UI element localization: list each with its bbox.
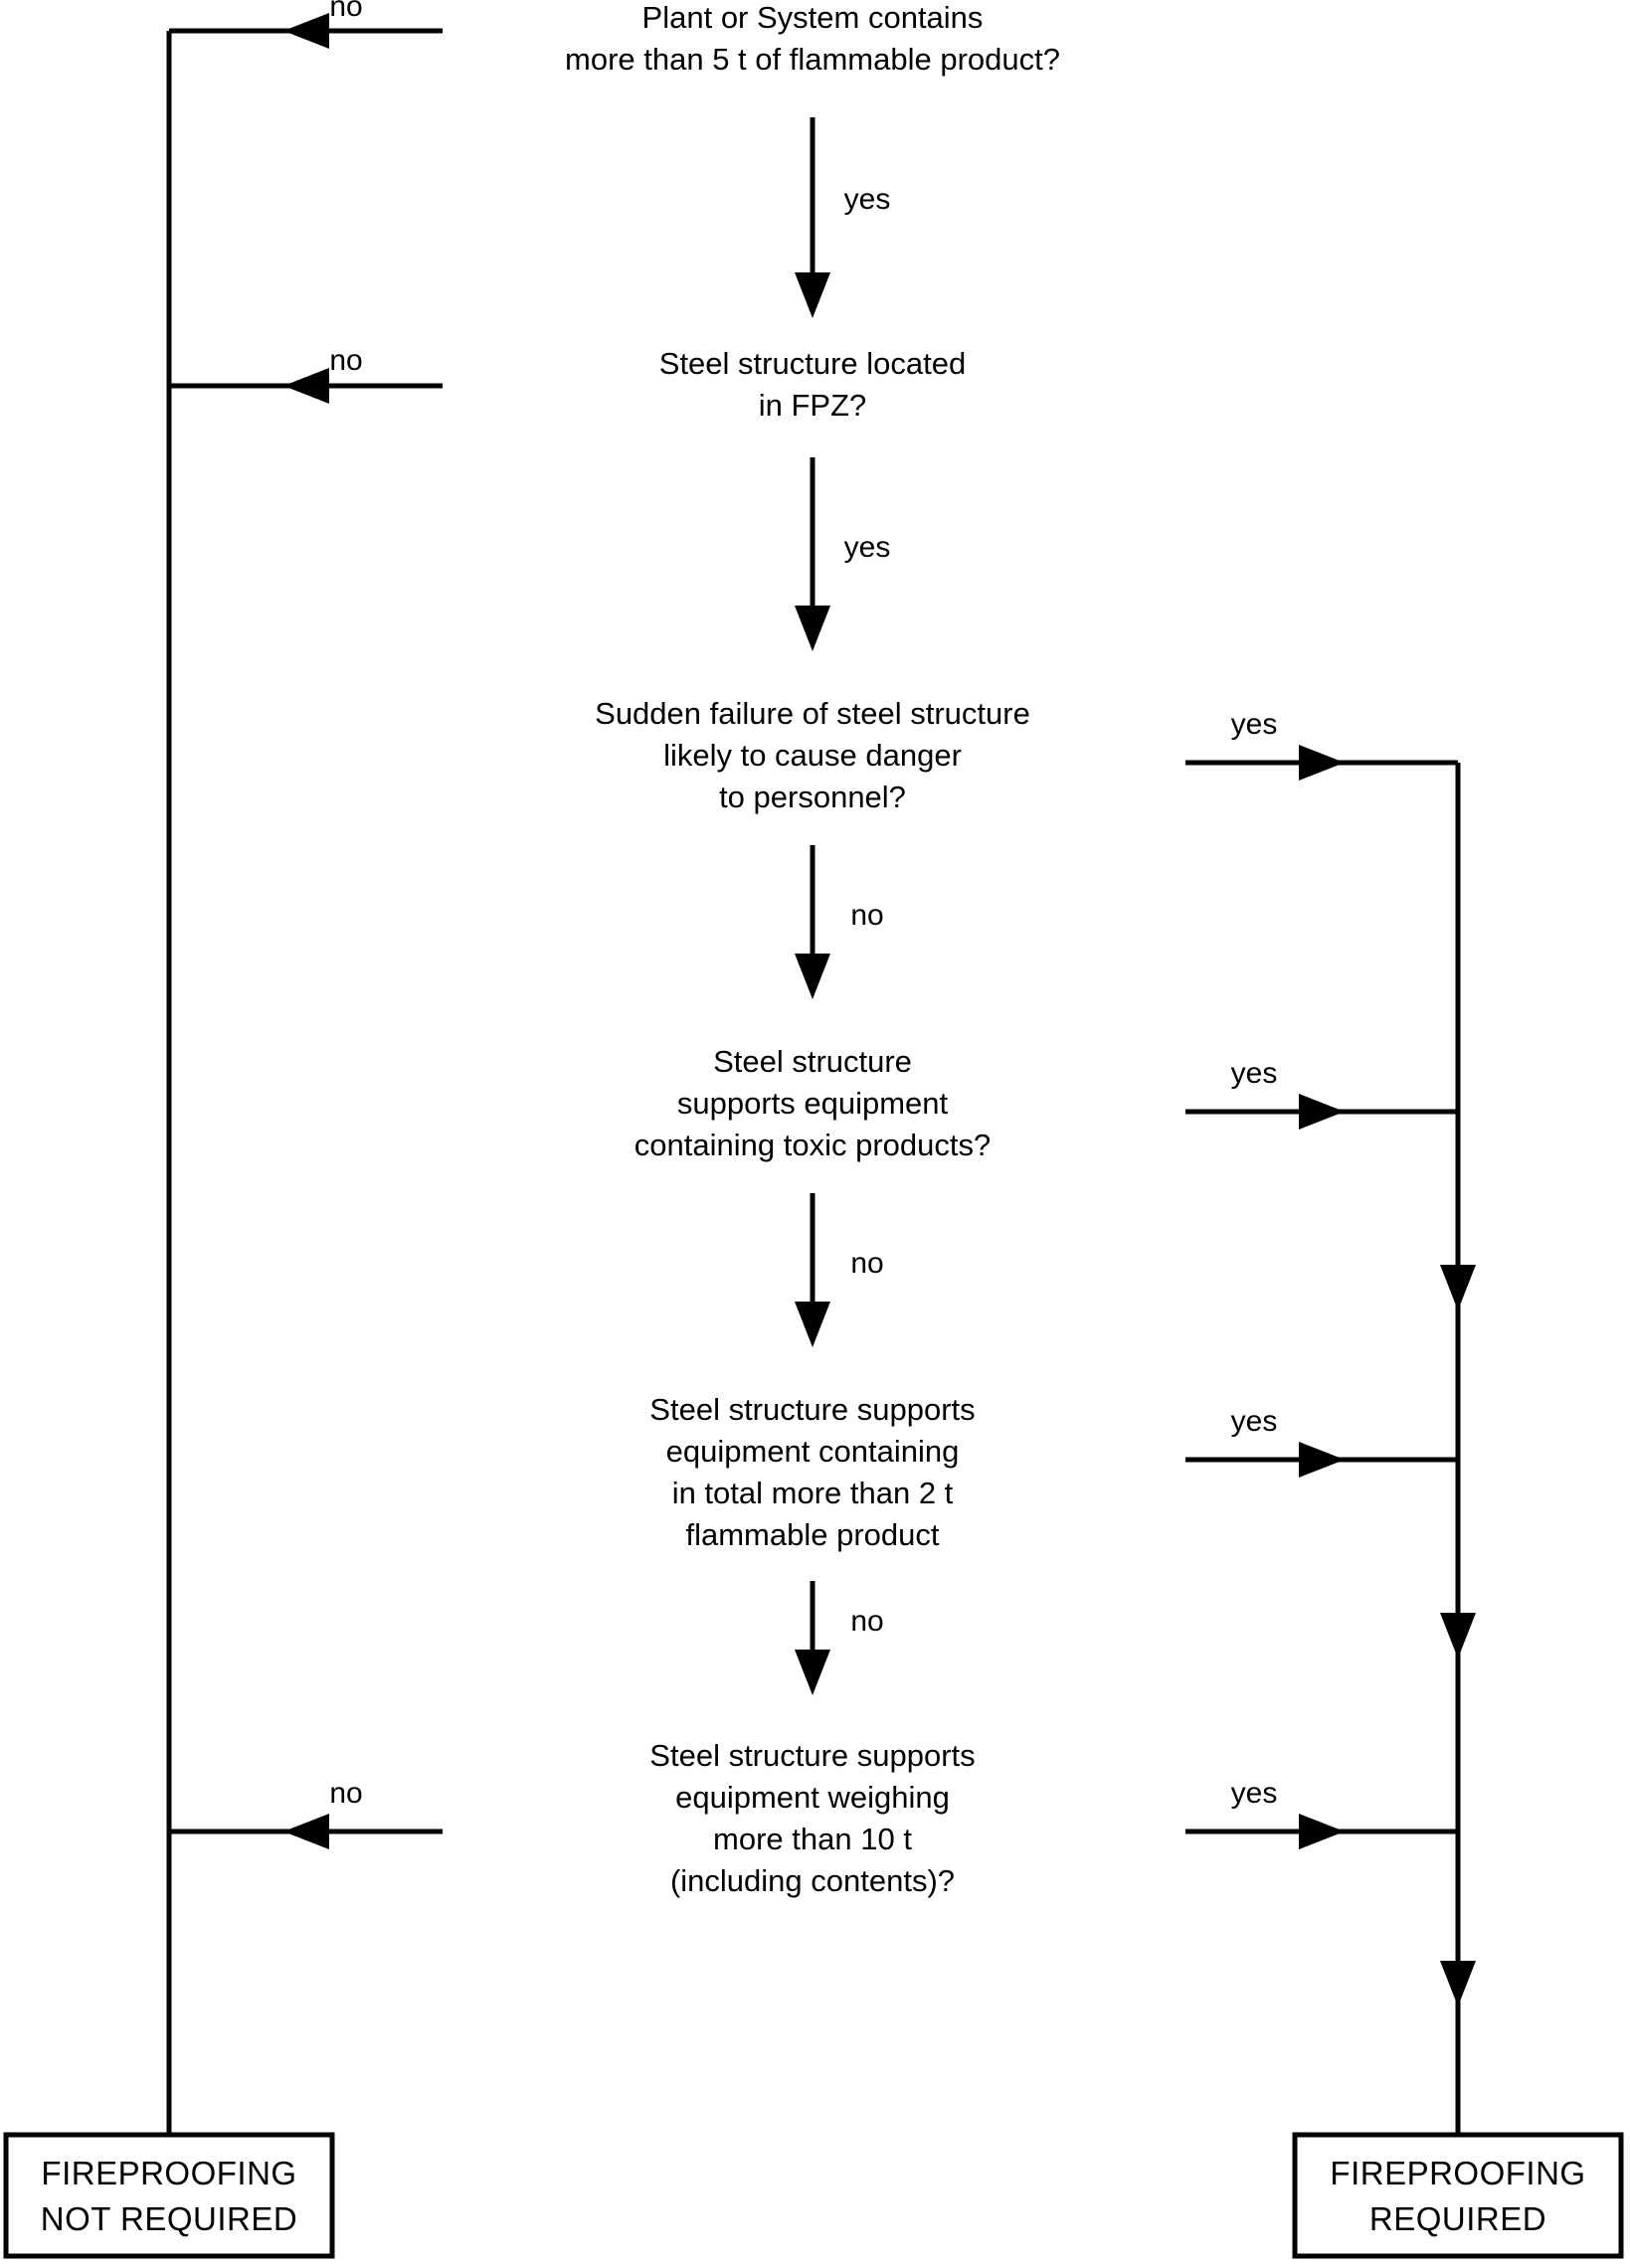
svg-text:Steel structure supports: Steel structure supports [649,1738,975,1773]
edge-q3-yes-arrowhead [1299,745,1345,781]
right-return-bus [1440,763,1476,2133]
svg-text:to personnel?: to personnel? [719,780,906,814]
edge-q1-no-arrowhead [283,13,329,49]
terminal-required: FIREPROOFING REQUIRED [1292,2132,1624,2259]
svg-text:FIREPROOFING: FIREPROOFING [1330,2155,1585,2191]
node-q6-line-0: Steel structure supports [649,1738,975,1773]
svg-text:NOT REQUIRED: NOT REQUIRED [41,2200,297,2237]
svg-text:containing toxic products?: containing toxic products? [634,1128,991,1162]
svg-text:equipment containing: equipment containing [666,1434,960,1469]
node-q5-line-0: Steel structure supports [649,1392,975,1427]
edge-q5-no-arrowhead [795,1650,830,1695]
svg-text:Steel structure located: Steel structure located [659,346,966,381]
svg-text:flammable product: flammable product [685,1517,939,1552]
node-q4-line-1: supports equipment [677,1086,949,1121]
node-q4: Steel structure supports equipment conta… [634,1044,991,1162]
edge-q2-yes-label: yes [844,531,891,564]
svg-text:Plant or System contains: Plant or System contains [642,0,984,35]
edge-q1-yes: yes [795,117,890,318]
terminal-required-box [1292,2132,1624,2259]
edge-q5-yes-arrowhead [1299,1442,1345,1478]
edge-q1-no-label: no [329,0,362,23]
svg-text:Steel structure supports: Steel structure supports [649,1392,975,1427]
edge-q6-yes-label: yes [1231,1777,1278,1810]
edge-q2-no-arrowhead [283,368,329,404]
node-q5-line-3: flammable product [685,1517,939,1552]
node-q4-line-0: Steel structure [713,1044,912,1079]
svg-text:FIREPROOFING: FIREPROOFING [41,2155,296,2191]
node-q5: Steel structure supports equipment conta… [649,1392,975,1552]
edge-q4-yes-label: yes [1231,1057,1278,1090]
terminal-required-line-1: REQUIRED [1369,2200,1546,2237]
node-q1-line-1: more than 5 t of flammable product? [565,42,1060,77]
node-q1: Plant or System contains more than 5 t o… [565,0,1060,77]
node-q5-line-1: equipment containing [666,1434,960,1469]
edge-q1-yes-label: yes [844,183,891,216]
node-q3-line-1: likely to cause danger [663,738,962,773]
edge-q6-no-arrowhead [283,1814,329,1849]
edge-q3-no-label: no [850,899,883,932]
svg-text:more than 10 t: more than 10 t [713,1822,912,1856]
edge-q1-yes-arrowhead [795,272,830,318]
terminal-not-required: FIREPROOFING NOT REQUIRED [3,2132,335,2259]
svg-text:Steel structure: Steel structure [713,1044,912,1079]
right-bus-arrowhead-3 [1440,1961,1476,2006]
svg-text:in FPZ?: in FPZ? [759,388,867,423]
edge-q3-yes: yes [1185,708,1458,781]
edge-q4-no-arrowhead [795,1302,830,1347]
edge-q6-no-label: no [329,1777,362,1810]
edge-q2-no-label: no [329,344,362,377]
node-q1-line-0: Plant or System contains [642,0,984,35]
edge-q5-no: no [795,1581,884,1695]
svg-text:in total more than 2 t: in total more than 2 t [672,1476,954,1510]
edge-q5-yes-label: yes [1231,1405,1278,1438]
edge-q6-yes: yes [1185,1777,1458,1849]
node-q2-line-1: in FPZ? [759,388,867,423]
edge-q4-yes-arrowhead [1299,1094,1345,1130]
terminal-not-required-line-1: NOT REQUIRED [41,2200,297,2237]
node-q6-line-2: more than 10 t [713,1822,912,1856]
edge-q4-yes: yes [1185,1057,1458,1130]
node-q3: Sudden failure of steel structure likely… [595,696,1030,814]
svg-text:more than 5 t of flammable pro: more than 5 t of flammable product? [565,42,1060,77]
node-q5-line-2: in total more than 2 t [672,1476,954,1510]
edge-q5-no-label: no [850,1605,883,1638]
terminal-not-required-line-0: FIREPROOFING [41,2155,296,2191]
node-q2-line-0: Steel structure located [659,346,966,381]
node-q4-line-2: containing toxic products? [634,1128,991,1162]
terminal-required-line-0: FIREPROOFING [1330,2155,1585,2191]
node-q6-line-3: (including contents)? [670,1863,955,1898]
edge-q1-no: no [169,0,443,49]
right-bus-arrowhead-2 [1440,1613,1476,1658]
edge-q6-yes-arrowhead [1299,1814,1345,1849]
svg-text:likely to cause danger: likely to cause danger [663,738,962,773]
svg-text:(including contents)?: (including contents)? [670,1863,955,1898]
edge-q2-yes-arrowhead [795,606,830,651]
edge-q4-no: no [795,1193,884,1347]
right-bus-arrowhead-1 [1440,1265,1476,1310]
edge-q5-yes: yes [1185,1405,1458,1478]
edge-q3-yes-label: yes [1231,708,1278,741]
edge-q4-no-label: no [850,1247,883,1280]
svg-text:supports equipment: supports equipment [677,1086,949,1121]
node-q3-line-0: Sudden failure of steel structure [595,696,1030,731]
node-q6-line-1: equipment weighing [675,1780,950,1815]
edge-q6-no: no [169,1777,443,1849]
edge-q2-no: no [169,344,443,404]
edge-q3-no-arrowhead [795,954,830,999]
node-q3-line-2: to personnel? [719,780,906,814]
node-q6: Steel structure supports equipment weigh… [649,1738,975,1898]
svg-text:equipment weighing: equipment weighing [675,1780,950,1815]
edge-q3-no: no [795,845,884,999]
edge-q2-yes: yes [795,457,890,651]
svg-text:Sudden failure of steel struct: Sudden failure of steel structure [595,696,1030,731]
svg-text:REQUIRED: REQUIRED [1369,2200,1546,2237]
node-q2: Steel structure located in FPZ? [659,346,966,423]
terminal-not-required-box [3,2132,335,2259]
